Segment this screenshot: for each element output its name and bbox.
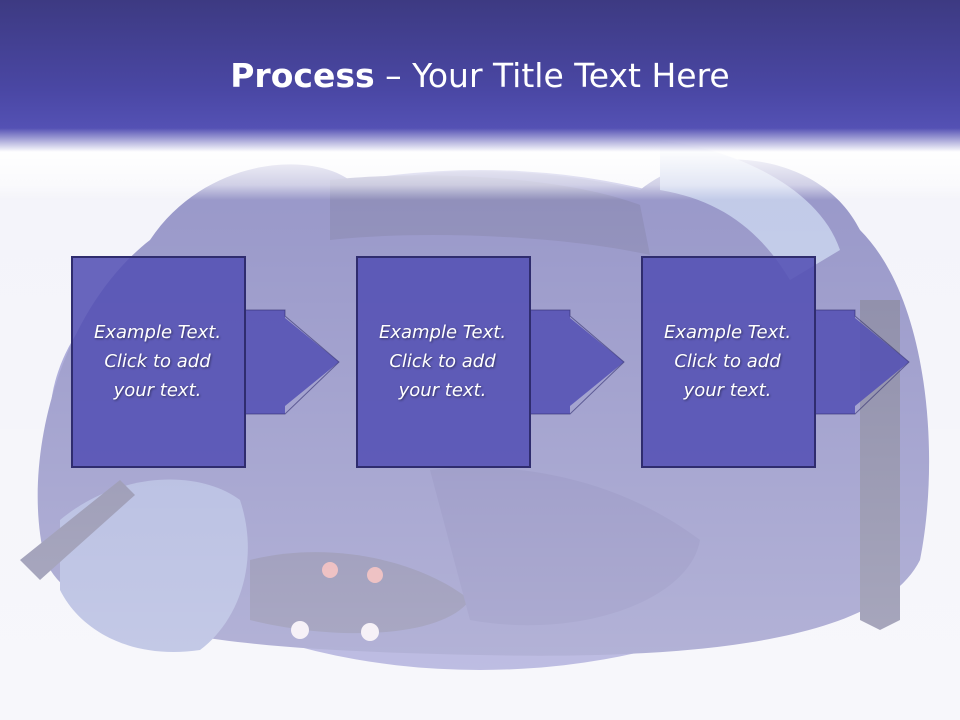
title-bold-part: Process bbox=[230, 56, 375, 95]
step-text-2[interactable]: Example Text. Click to add your text. bbox=[378, 321, 507, 401]
slide-title[interactable]: Process – Your Title Text Here bbox=[0, 54, 960, 98]
title-band bbox=[0, 0, 960, 200]
step-arrow-shape-1 bbox=[71, 256, 340, 468]
step-text-3[interactable]: Example Text. Click to add your text. bbox=[663, 321, 792, 401]
process-step-2[interactable]: Example Text. Click to add your text. bbox=[356, 256, 626, 468]
step-arrow-shape-2 bbox=[356, 256, 625, 468]
step-text-1[interactable]: Example Text. Click to add your text. bbox=[93, 321, 222, 401]
process-step-3[interactable]: Example Text. Click to add your text. bbox=[641, 256, 911, 468]
step-arrow-shape-3 bbox=[641, 256, 910, 468]
title-rest-part: – Your Title Text Here bbox=[374, 56, 730, 95]
process-step-1[interactable]: Example Text. Click to add your text. bbox=[71, 256, 341, 468]
